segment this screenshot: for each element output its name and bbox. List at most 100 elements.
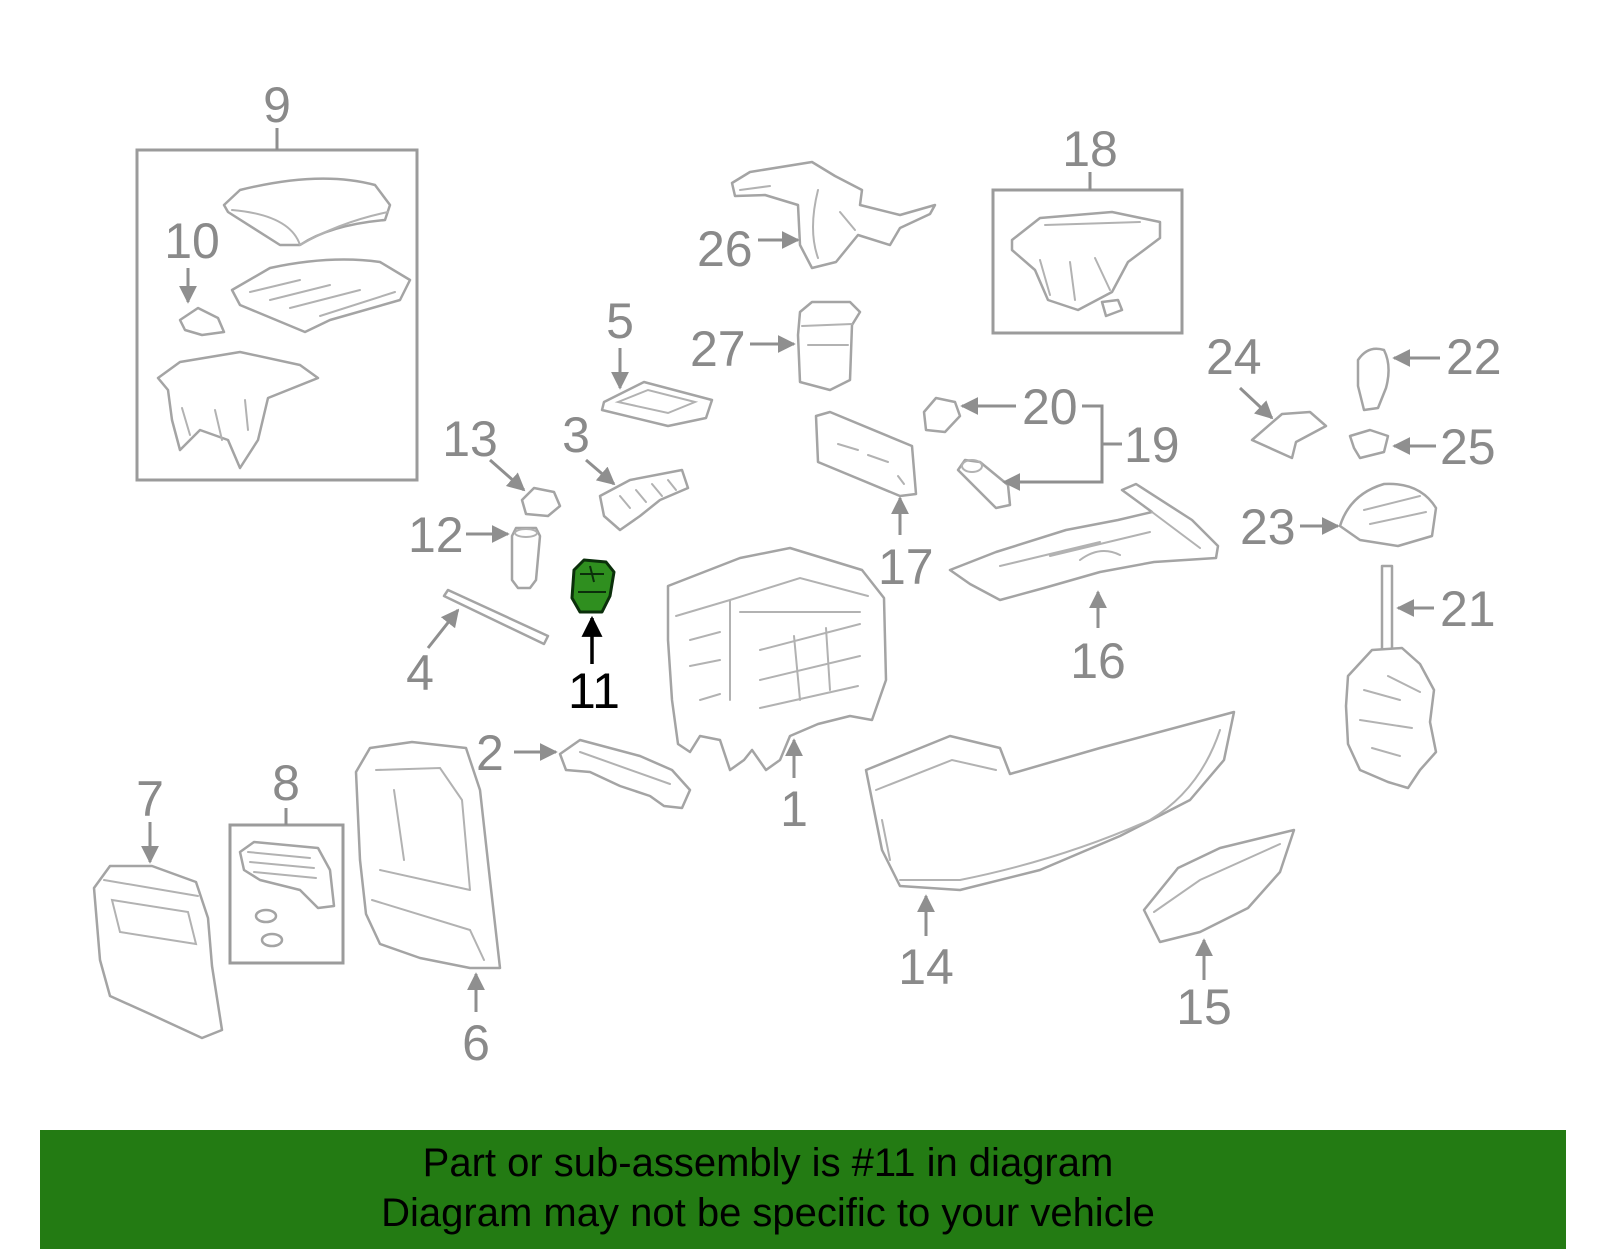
part-20: [922, 396, 962, 434]
part-23: [1338, 482, 1438, 548]
part-15: [1142, 828, 1296, 944]
part-24: [1250, 410, 1328, 460]
part-11-detail: [578, 565, 606, 593]
part-16-shape: [948, 482, 1220, 602]
armrest-base-detail: [249, 279, 396, 317]
callout-5: 5: [606, 293, 634, 349]
part-12: [510, 526, 542, 590]
part-19-socket-shape: [956, 458, 1012, 510]
part-group-8: [228, 808, 345, 965]
part-group-18: [991, 172, 1184, 335]
part-2-detail: [579, 751, 671, 785]
callout-12: 12: [408, 507, 464, 563]
callout-16: 16: [1070, 633, 1126, 689]
parts-diagram: 9 10 26 18 27 5 17 20: [92, 77, 1502, 1071]
part-17-shape: [814, 410, 918, 498]
callout-7: 7: [136, 771, 164, 827]
leader-24: [1238, 386, 1274, 420]
part-1: [666, 546, 888, 772]
part-23-detail: [1363, 495, 1427, 525]
callout-9: 9: [263, 77, 291, 133]
part-1-shape: [666, 546, 888, 772]
part-18-detail: [1039, 221, 1141, 301]
callout-3: 3: [562, 407, 590, 463]
part-18-clip: [1100, 298, 1124, 318]
part-5-detail: [614, 388, 699, 415]
part-19-socket-detail: [961, 459, 983, 473]
part-3: [598, 468, 690, 532]
part-5: [600, 380, 714, 428]
part-armrest-base: [230, 258, 412, 334]
callout-27: 27: [690, 321, 746, 377]
part-6-detail: [371, 766, 485, 961]
part-21-shape: [1344, 646, 1438, 790]
part-4: [442, 588, 550, 646]
part-21: [1344, 564, 1438, 790]
armrest-lid-detail: [231, 209, 389, 246]
part-19-socket: [956, 458, 1012, 510]
part-20-shape: [922, 396, 962, 434]
part-26-detail: [739, 185, 856, 259]
callout-15: 15: [1176, 979, 1232, 1035]
part-14: [864, 710, 1236, 892]
part-23-shape: [1338, 482, 1438, 548]
leader-13: [489, 458, 526, 492]
group-box-18: [991, 188, 1184, 335]
part-7-shape: [92, 864, 224, 1040]
part-25-shape: [1348, 428, 1390, 460]
callout-11: 11: [568, 663, 620, 719]
part-25: [1348, 428, 1390, 460]
part-16-detail: [999, 511, 1201, 567]
callout-22: 22: [1446, 329, 1502, 385]
callout-18: 18: [1062, 121, 1118, 177]
leader-3: [585, 458, 616, 486]
callout-6: 6: [462, 1015, 490, 1071]
banner-line-2: Diagram may not be specific to your vehi…: [381, 1191, 1155, 1235]
part-22: [1356, 347, 1390, 412]
banner-line-1: Part or sub-assembly is #11 in diagram: [422, 1141, 1114, 1185]
part-21-detail: [1359, 675, 1421, 757]
part-2: [558, 738, 692, 810]
part-7-detail: [103, 879, 199, 946]
part-14-shape: [864, 710, 1236, 892]
part-14-detail: [875, 729, 1221, 881]
parts-diagram-svg: 9 10 26 18 27 5 17 20: [92, 77, 1502, 1071]
part-22-shape: [1356, 347, 1390, 412]
callout-25: 25: [1440, 419, 1496, 475]
leader-4: [426, 608, 460, 649]
part-5-shape: [600, 380, 714, 428]
part-21-shaft: [1380, 564, 1394, 654]
info-banner: Part or sub-assembly is #11 in diagram D…: [40, 1130, 1566, 1249]
callout-19: 19: [1124, 417, 1180, 473]
part-7: [92, 864, 224, 1040]
callout-10: 10: [164, 213, 220, 269]
part-17-detail: [837, 443, 905, 485]
part-15-detail: [1153, 843, 1281, 913]
part-group-9: [135, 128, 419, 482]
callout-20: 20: [1022, 379, 1078, 435]
callout-8: 8: [272, 755, 300, 811]
part-17: [814, 410, 918, 498]
part-8-clip-2: [260, 932, 284, 948]
part-13: [520, 486, 562, 518]
part-16: [948, 482, 1220, 602]
part-12-detail: [514, 528, 538, 538]
callout-26: 26: [697, 221, 753, 277]
part-18-shape: [1010, 210, 1162, 312]
part-13-shape: [520, 486, 562, 518]
part-3-detail: [619, 479, 677, 509]
part-6-shape: [354, 740, 502, 970]
callout-2: 2: [476, 725, 504, 781]
part-armrest-bracket: [156, 350, 320, 470]
part-27: [796, 300, 862, 392]
callout-21: 21: [1440, 581, 1496, 637]
part-8-vent-detail: [247, 851, 317, 879]
part-12-shape: [510, 526, 542, 590]
part-11-shape[interactable]: [570, 558, 616, 614]
part-15-shape: [1142, 828, 1296, 944]
part-10: [178, 306, 226, 337]
part-26-shape: [730, 160, 937, 270]
callout-1: 1: [780, 781, 808, 837]
part-11[interactable]: [570, 558, 616, 614]
part-2-shape: [558, 738, 692, 810]
